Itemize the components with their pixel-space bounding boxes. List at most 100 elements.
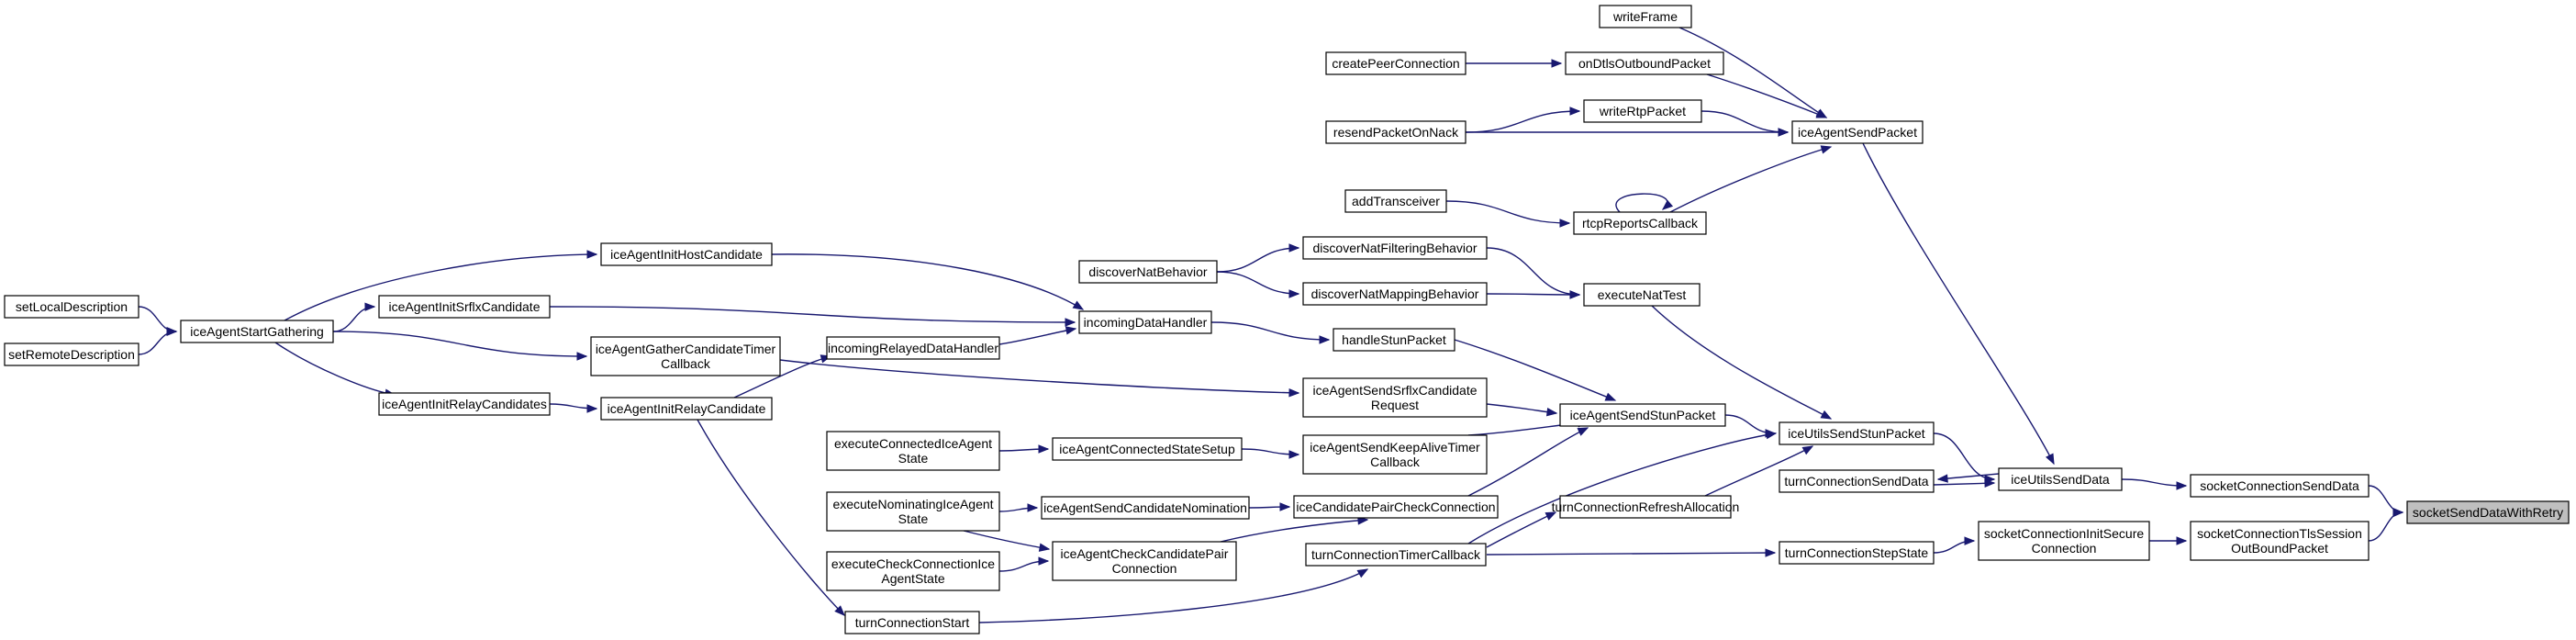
node-iceUtilsSendStunPacket[interactable]: iceUtilsSendStunPacket: [1779, 421, 1935, 445]
node-createPeerConnection[interactable]: createPeerConnection: [1325, 51, 1466, 75]
node-rtcpReportsCallback[interactable]: rtcpReportsCallback: [1573, 211, 1707, 235]
node-box: [1573, 211, 1707, 235]
node-resendPacketOnNack[interactable]: resendPacketOnNack: [1325, 120, 1466, 144]
node-discoverNatBehavior[interactable]: discoverNatBehavior: [1078, 260, 1218, 284]
node-incomingRelayedDataHandler[interactable]: incomingRelayedDataHandler: [826, 336, 1000, 360]
node-label: rtcpReportsCallback: [1582, 216, 1699, 230]
edge-executeNominatingIceAgentState-to-iceAgentCheckCandidatePairConnection: [963, 530, 1051, 552]
node-turnConnectionSendData[interactable]: turnConnectionSendData: [1779, 469, 1935, 493]
edge-executeCheckConnectionIceAgentState-to-iceAgentCheckCandidatePairConnection: [998, 556, 1050, 572]
node-iceAgentSendStunPacket[interactable]: iceAgentSendStunPacket: [1559, 403, 1726, 427]
node-box: [1052, 541, 1237, 581]
node-turnConnectionRefreshAllocation[interactable]: turnConnectionRefreshAllocation: [1552, 495, 1740, 519]
node-socketSendDataWithRetry[interactable]: socketSendDataWithRetry: [2406, 500, 2570, 524]
node-box: [1052, 437, 1243, 461]
node-box: [1305, 543, 1487, 567]
node-socketConnectionSendData[interactable]: socketConnectionSendData: [2190, 474, 2370, 498]
node-label: iceAgentCheckCandidatePair: [1061, 546, 1229, 561]
edge-rtcpReportsCallback-to-rtcpReportsCallback: [1615, 193, 1674, 213]
node-box: [1302, 434, 1488, 475]
edge-iceAgentSendCandidateNomination-to-iceCandidatePairCheckConnection: [1248, 502, 1291, 511]
node-discoverNatFilteringBehavior[interactable]: discoverNatFilteringBehavior: [1302, 236, 1488, 260]
node-box: [1998, 467, 2123, 491]
node-iceCandidatePairCheckConnection[interactable]: iceCandidatePairCheckConnection: [1293, 495, 1499, 519]
node-addTransceiver[interactable]: addTransceiver: [1344, 189, 1447, 213]
node-label: incomingDataHandler: [1084, 315, 1208, 330]
node-box: [1565, 51, 1724, 75]
node-handleStunPacket[interactable]: handleStunPacket: [1333, 328, 1455, 352]
node-box: [2406, 500, 2570, 524]
node-turnConnectionStart[interactable]: turnConnectionStart: [844, 611, 980, 634]
node-incomingDataHandler[interactable]: incomingDataHandler: [1078, 310, 1212, 334]
node-label: executeCheckConnectionIce: [831, 556, 995, 571]
edge-socketConnectionTlsSessionOutBoundPacket-to-socketSendDataWithRetry: [2368, 508, 2404, 542]
node-label: discoverNatFilteringBehavior: [1313, 241, 1478, 255]
node-label: Request: [1371, 398, 1419, 412]
node-iceAgentSendCandidateNomination[interactable]: iceAgentSendCandidateNomination: [1041, 496, 1250, 520]
node-box: [1325, 120, 1466, 144]
node-box: [1583, 99, 1702, 123]
node-label: turnConnectionStepState: [1785, 545, 1929, 560]
node-box: [1302, 377, 1488, 418]
node-turnConnectionTimerCallback[interactable]: turnConnectionTimerCallback: [1305, 543, 1487, 567]
edge-iceAgentCheckCandidatePairConnection-to-iceCandidatePairCheckConnection: [1220, 516, 1369, 543]
node-box: [1779, 541, 1935, 565]
node-label: iceAgentSendStunPacket: [1570, 408, 1716, 422]
node-label: writeFrame: [1612, 9, 1678, 24]
edge-executeNatTest-to-iceUtilsSendStunPacket: [1651, 305, 1833, 420]
node-label: State: [898, 451, 929, 466]
edge-turnConnectionRefreshAllocation-to-iceUtilsSendStunPacket: [1704, 445, 1814, 497]
node-box: [1078, 260, 1218, 284]
nodes-layer: socketSendDataWithRetry socketConnectionS…: [4, 5, 2570, 634]
node-iceAgentStartGathering[interactable]: iceAgentStartGathering: [180, 320, 334, 343]
edge-handleStunPacket-to-iceAgentSendStunPacket: [1454, 339, 1617, 401]
node-box: [826, 336, 1000, 360]
node-label: Callback: [661, 356, 711, 371]
node-executeNatTest[interactable]: executeNatTest: [1583, 283, 1701, 307]
node-writeRtpPacket[interactable]: writeRtpPacket: [1583, 99, 1702, 123]
node-label: iceUtilsSendStunPacket: [1788, 426, 1925, 441]
node-label: iceAgentGatherCandidateTimer: [596, 342, 776, 356]
node-label: onDtlsOutboundPacket: [1578, 56, 1711, 71]
edge-iceAgentInitSrflxCandidate-to-incomingDataHandler: [549, 306, 1076, 327]
node-box: [1599, 5, 1692, 28]
edge-iceAgentConnectedStateSetup-to-iceAgentSendKeepAliveTimerCallback: [1241, 448, 1300, 459]
node-discoverNatMappingBehavior[interactable]: discoverNatMappingBehavior: [1302, 282, 1488, 306]
node-iceAgentInitHostCandidate[interactable]: iceAgentInitHostCandidate: [600, 242, 773, 266]
node-iceUtilsSendData[interactable]: iceUtilsSendData: [1998, 467, 2123, 491]
node-iceAgentSendPacket[interactable]: iceAgentSendPacket: [1791, 120, 1924, 144]
node-iceAgentInitRelayCandidates[interactable]: iceAgentInitRelayCandidates: [378, 392, 551, 416]
node-setRemoteDescription[interactable]: setRemoteDescription: [4, 342, 139, 366]
node-label: setRemoteDescription: [8, 347, 135, 362]
node-setLocalDescription[interactable]: setLocalDescription: [4, 295, 139, 319]
node-label: incomingRelayedDataHandler: [828, 341, 998, 355]
edge-iceAgentStartGathering-to-iceAgentInitHostCandidate: [284, 250, 598, 321]
node-box: [1583, 283, 1701, 307]
node-onDtlsOutboundPacket[interactable]: onDtlsOutboundPacket: [1565, 51, 1724, 75]
edge-iceAgentInitHostCandidate-to-incomingDataHandler: [771, 253, 1085, 310]
node-writeFrame[interactable]: writeFrame: [1599, 5, 1692, 28]
node-turnConnectionStepState[interactable]: turnConnectionStepState: [1779, 541, 1935, 565]
edge-turnConnectionStepState-to-socketConnectionInitSecureConnection: [1933, 536, 1976, 554]
edge-incomingDataHandler-to-handleStunPacket: [1210, 321, 1331, 344]
node-box: [378, 295, 551, 319]
edge-iceAgentGatherCandidateTimerCallback-to-iceAgentSendSrflxCandidateRequest: [779, 359, 1300, 398]
edge-iceAgentSendSrflxCandidateRequest-to-iceAgentSendStunPacket: [1486, 403, 1558, 417]
node-box: [600, 397, 773, 421]
node-box: [1302, 282, 1488, 306]
node-iceAgentConnectedStateSetup[interactable]: iceAgentConnectedStateSetup: [1052, 437, 1243, 461]
node-iceAgentInitRelayCandidate[interactable]: iceAgentInitRelayCandidate: [600, 397, 773, 421]
node-label: Callback: [1370, 455, 1421, 469]
edge-rtcpReportsCallback-to-iceAgentSendPacket: [1669, 145, 1833, 213]
node-iceAgentInitSrflxCandidate[interactable]: iceAgentInitSrflxCandidate: [378, 295, 551, 319]
